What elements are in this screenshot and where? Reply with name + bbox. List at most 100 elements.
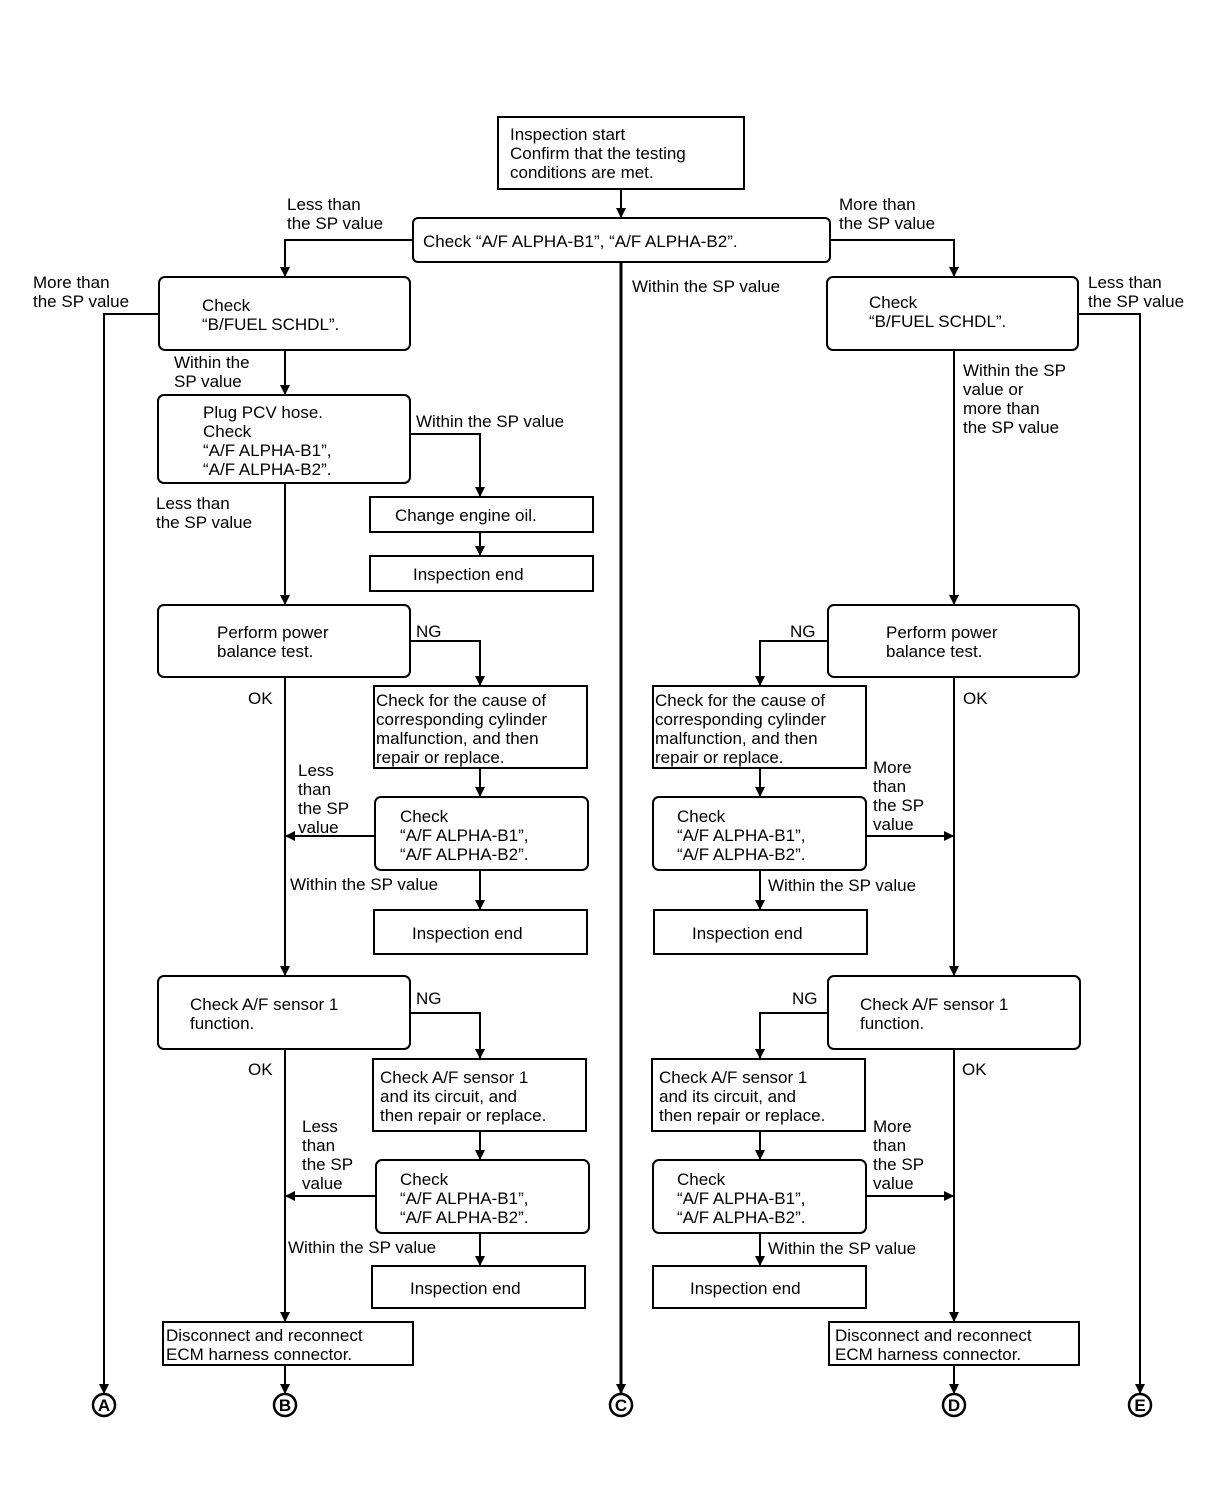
edge-label: Within the SP value: [768, 1239, 916, 1258]
flow-arrow: [830, 239, 955, 277]
box-text: malfunction, and then: [655, 729, 818, 748]
box-text: Check: [400, 807, 449, 826]
connector-d: D: [941, 1392, 967, 1418]
edge-label: Less: [298, 761, 334, 780]
box-text: Check A/F sensor 1: [659, 1068, 807, 1087]
box-check-alpha: Check “A/F ALPHA-B1”, “A/F ALPHA-B2”.: [412, 217, 831, 263]
box-text: “A/F ALPHA-B2”.: [400, 845, 528, 864]
box-text: and its circuit, and: [380, 1087, 517, 1106]
box-text: Check “A/F ALPHA-B1”, “A/F ALPHA-B2”.: [423, 232, 738, 251]
box-text: “A/F ALPHA-B1”,: [400, 826, 528, 845]
label-ok-right-power: OK: [963, 689, 988, 708]
label-ok-left-sensor: OK: [248, 1060, 273, 1079]
edge-label: the SP value: [156, 513, 252, 532]
edge-label: the SP: [873, 796, 924, 815]
connector-e: E: [1127, 1392, 1153, 1418]
label-ng-right-power: NG: [790, 622, 816, 641]
box-text: repair or replace.: [376, 748, 505, 767]
edge-label: Less than: [287, 195, 361, 214]
box-left-end2: Inspection end: [373, 909, 588, 955]
box-text: “A/F ALPHA-B2”.: [677, 845, 805, 864]
edge-label: than: [873, 1136, 906, 1155]
connector-letter: D: [948, 1396, 960, 1415]
box-text: conditions are met.: [510, 163, 654, 182]
box-text: Plug PCV hose.: [203, 403, 323, 422]
edge-label: OK: [962, 1060, 987, 1079]
box-text: Inspection end: [692, 924, 803, 943]
box-text: “A/F ALPHA-B1”,: [400, 1189, 528, 1208]
box-text: function.: [860, 1014, 924, 1033]
label-ng-right-sensor: NG: [792, 989, 818, 1008]
edge-label: Within the SP value: [290, 875, 438, 894]
box-right-check3: Check“A/F ALPHA-B1”,“A/F ALPHA-B2”.: [652, 1159, 867, 1234]
edge-label: the SP value: [287, 214, 383, 233]
edge-label: NG: [792, 989, 818, 1008]
edge-label: More than: [839, 195, 916, 214]
box-text: repair or replace.: [655, 748, 784, 767]
edge-label: value: [873, 1174, 914, 1193]
box-text: Confirm that the testing: [510, 144, 686, 163]
box-end-oil: Inspection end: [369, 555, 594, 592]
label-within-right-check3: Within the SP value: [768, 1239, 916, 1258]
edge-label: SP value: [174, 372, 242, 391]
flow-arrow: [103, 313, 159, 1394]
box-left-end3: Inspection end: [371, 1265, 586, 1309]
box-text: “B/FUEL SCHDL”.: [869, 312, 1006, 331]
edge-label: OK: [248, 1060, 273, 1079]
label-within-left-check2: Within the SP value: [290, 875, 438, 894]
label-within-left-check3: Within the SP value: [288, 1238, 436, 1257]
flow-arrow: [759, 640, 828, 686]
edge-label: value: [873, 815, 914, 834]
box-text: “A/F ALPHA-B2”.: [203, 460, 331, 479]
edge-label: Less than: [156, 494, 230, 513]
box-text: Check A/F sensor 1: [860, 995, 1008, 1014]
connector-letter: C: [615, 1396, 627, 1415]
edge-label: value or: [963, 380, 1024, 399]
edge-label: more than: [963, 399, 1040, 418]
edge-label: than: [298, 780, 331, 799]
connector-b: B: [272, 1392, 298, 1418]
label-within-right-check2: Within the SP value: [768, 876, 916, 895]
flow-arrow: [759, 1012, 828, 1059]
box-text: Check A/F sensor 1: [380, 1068, 528, 1087]
box-text: Change engine oil.: [395, 506, 537, 525]
edge-label: the SP: [302, 1155, 353, 1174]
edge-label: NG: [416, 989, 442, 1008]
edge-label: than: [873, 777, 906, 796]
label-ok-right-sensor: OK: [962, 1060, 987, 1079]
edge-label: the SP value: [839, 214, 935, 233]
edge-label: the SP value: [33, 292, 129, 311]
edge-label: Within the SP value: [416, 412, 564, 431]
box-text: Perform power: [886, 623, 998, 642]
box-plug-pcv: Plug PCV hose.Check“A/F ALPHA-B1”,“A/F A…: [157, 394, 411, 484]
box-text: “A/F ALPHA-B1”,: [677, 826, 805, 845]
box-text: Check: [677, 807, 726, 826]
box-text: Inspection end: [412, 924, 523, 943]
box-text: Check: [202, 296, 251, 315]
label-ng-left-power: NG: [416, 622, 442, 641]
box-text: Inspection end: [690, 1279, 801, 1298]
edge-label: More: [873, 758, 912, 777]
flow-arrow: [410, 640, 481, 686]
box-text: then repair or replace.: [380, 1106, 546, 1125]
edge-label: Within the SP value: [632, 277, 780, 296]
box-right-end2: Inspection end: [653, 909, 868, 955]
box-text: Check A/F sensor 1: [190, 995, 338, 1014]
